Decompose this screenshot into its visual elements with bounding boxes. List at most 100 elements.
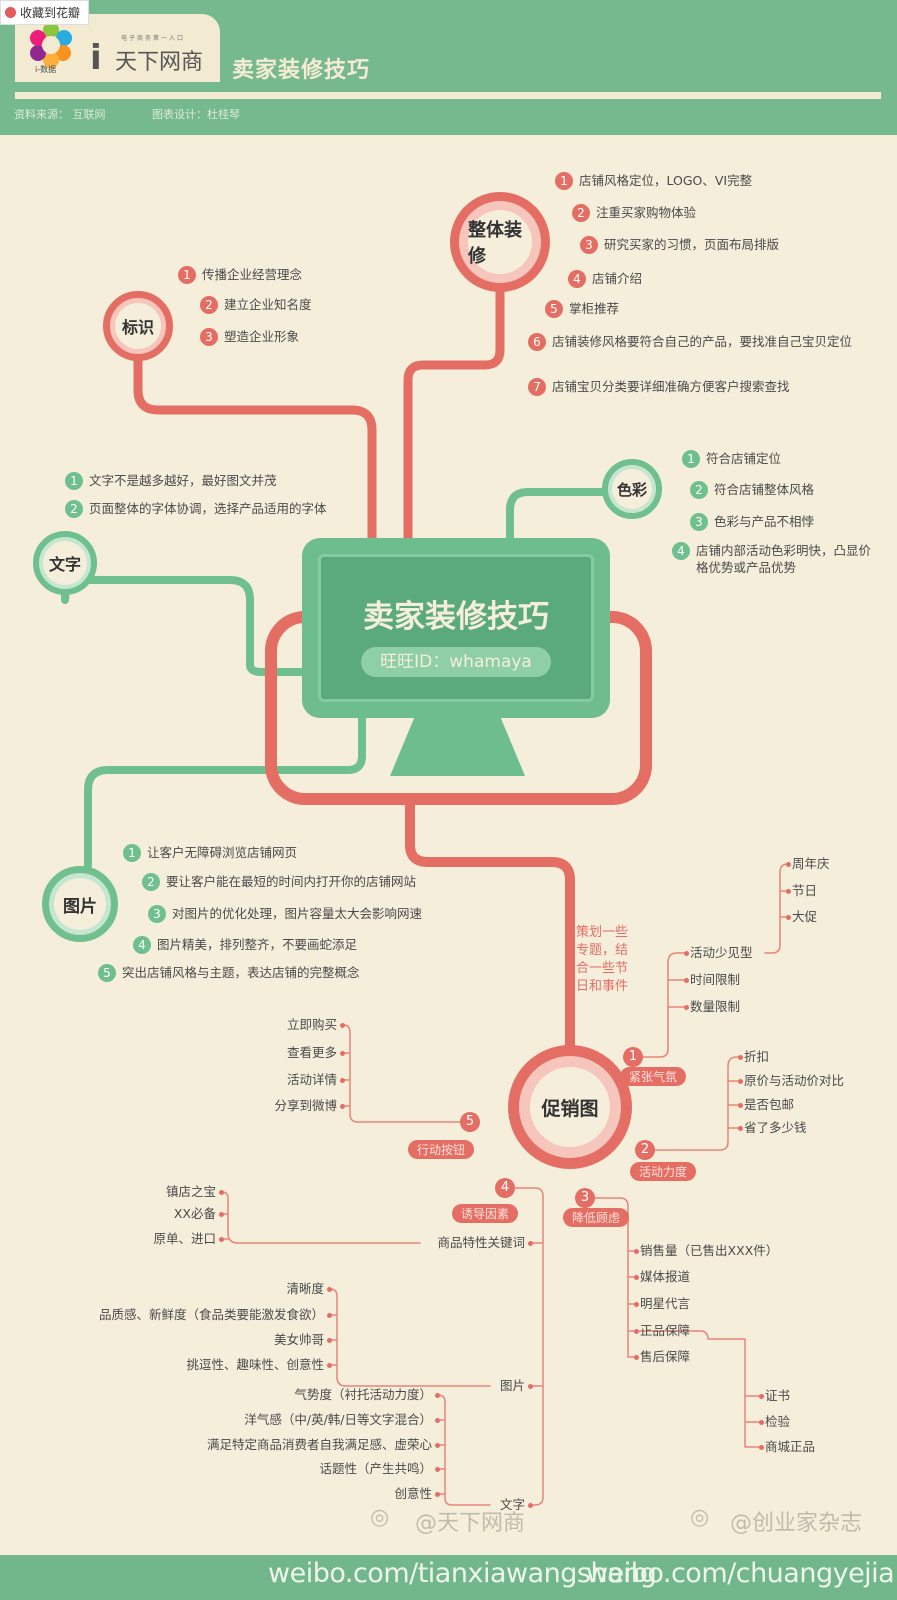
number-badge: 2 <box>65 500 83 518</box>
number-badge: 1 <box>123 844 141 862</box>
branch-leaf: 周年庆 <box>792 856 830 871</box>
list-item-text: 色彩与产品不相悖 <box>714 514 815 529</box>
leaf-dot <box>435 1443 440 1448</box>
number-badge: 1 <box>682 450 700 468</box>
list-item-text: 店铺介绍 <box>592 271 643 286</box>
node-image: 图片 <box>42 866 118 942</box>
number-badge: 2 <box>200 296 218 314</box>
huaban-icon <box>5 7 16 18</box>
list-item-text: 图片精美，排列整齐，不要画蛇添足 <box>157 937 358 952</box>
branch-number-badge: 3 <box>575 1188 595 1208</box>
leaf-dot <box>528 1241 533 1246</box>
list-item-text: 店铺宝贝分类要详细准确方便客户搜索查找 <box>552 379 790 394</box>
leaf-dot <box>340 1078 345 1083</box>
list-item-text: 让客户无障碍浏览店铺网页 <box>147 845 298 860</box>
weibo-url-2[interactable]: weibo.com/chuangyejia <box>586 1558 895 1589</box>
weibo-icon: ◎ <box>690 1505 710 1530</box>
list-item-text: 文字不是越多越好，最好图文并茂 <box>89 473 277 488</box>
leaf-dot <box>219 1237 224 1242</box>
promo-note: 策划一些专题，结合一些节日和事件 <box>576 925 629 994</box>
footer-band <box>0 1555 897 1600</box>
list-item-text: 塑造企业形象 <box>224 329 300 344</box>
logo-left-text: i-数据 <box>35 65 57 74</box>
leaf-dot <box>340 1104 345 1109</box>
designer-credit: 图表设计：杜桂琴 <box>152 108 240 121</box>
branch-leaf: 话题性（产生共鸣） <box>319 1461 432 1476</box>
node-label: 图片 <box>54 878 106 930</box>
weibo-handle-2[interactable]: @创业家杂志 <box>730 1511 863 1536</box>
list-item-text: 传播企业经营理念 <box>202 267 303 282</box>
leaf-dot <box>786 889 791 894</box>
branch-leaf: 时间限制 <box>690 972 741 987</box>
monitor-screen: 卖家装修技巧 旺旺ID：whamaya <box>318 554 594 702</box>
branch-leaf: 气势度（衬托活动力度） <box>294 1387 432 1402</box>
leaf-dot <box>435 1467 440 1472</box>
leaf-dot <box>634 1302 639 1307</box>
branch-leaf: 挑逗性、趣味性、创意性 <box>186 1357 324 1372</box>
branch-leaf: 镇店之宝 <box>165 1184 216 1199</box>
number-badge: 5 <box>98 964 116 982</box>
branch-leaf: 节日 <box>792 883 818 898</box>
page-title: 卖家装修技巧 <box>232 58 371 83</box>
node-color: 色彩 <box>602 459 662 519</box>
list-item-text: 符合店铺定位 <box>706 451 782 466</box>
list-item-text: 突出店铺风格与主题，表达店铺的完整概念 <box>122 965 360 980</box>
save-to-huaban-button[interactable]: 收藏到花瓣 <box>0 0 90 25</box>
weibo-url-1[interactable]: weibo.com/tianxiawangshang <box>268 1558 657 1589</box>
leaf-dot <box>759 1445 764 1450</box>
branch-label-pill: 降低顾虑 <box>563 1208 630 1227</box>
branch-label-pill: 行动按钮 <box>408 1140 475 1159</box>
list-item-text: 店铺风格定位，LOGO、VI完整 <box>579 173 753 188</box>
list-item: 5 突出店铺风格与主题，表达店铺的完整概念 <box>98 964 360 982</box>
logo-brand: 天下网商 <box>115 50 204 75</box>
leaf-dot <box>634 1249 639 1254</box>
flower-logo-icon <box>30 22 72 68</box>
branch-leaf: 满足特定商品消费者自我满足感、虚荣心 <box>206 1437 432 1452</box>
list-item-text: 对图片的优化处理，图片容量太大会影响网速 <box>172 906 423 921</box>
list-item-text: 符合店铺整体风格 <box>714 482 815 497</box>
leaf-dot <box>634 1275 639 1280</box>
branch-leaf: 美女帅哥 <box>273 1332 324 1347</box>
leaf-dot <box>435 1492 440 1497</box>
monitor-frame: 卖家装修技巧 旺旺ID：whamaya <box>302 538 610 718</box>
leaf-dot <box>327 1287 332 1292</box>
leaf-dot <box>435 1418 440 1423</box>
source-credit: 资料来源： 互联网 <box>14 108 106 121</box>
list-item-text: 店铺装修风格要符合自己的产品，要找准自己宝贝定位 <box>552 334 853 349</box>
node-label: 色彩 <box>612 469 652 509</box>
list-item: 1 文字不是越多越好，最好图文并茂 <box>65 472 277 490</box>
branch-leaf: 商品特性关键词 <box>437 1235 525 1250</box>
leaf-dot <box>738 1126 743 1131</box>
header-divider <box>15 92 881 99</box>
number-badge: 3 <box>580 236 598 254</box>
leaf-dot <box>684 978 689 983</box>
number-badge: 2 <box>572 204 590 222</box>
weibo-handle-1[interactable]: @天下网商 <box>415 1511 526 1536</box>
leaf-dot <box>759 1394 764 1399</box>
leaf-dot <box>219 1212 224 1217</box>
list-item: 1 让客户无障碍浏览店铺网页 <box>123 844 297 862</box>
leaf-dot <box>738 1055 743 1060</box>
node-label: 标识 <box>115 303 161 349</box>
list-item: 1 符合店铺定位 <box>682 450 781 468</box>
huaban-label: 收藏到花瓣 <box>20 6 81 20</box>
branch-leaf: 活动少见型 <box>690 945 753 960</box>
branch-leaf: 售后保障 <box>640 1349 691 1364</box>
number-badge: 4 <box>672 542 690 560</box>
list-item-text: 研究买家的习惯，页面布局排版 <box>604 237 780 252</box>
number-badge: 1 <box>65 472 83 490</box>
leaf-dot <box>684 1005 689 1010</box>
branch-leaf: 商城正品 <box>765 1439 816 1454</box>
leaf-dot <box>327 1363 332 1368</box>
